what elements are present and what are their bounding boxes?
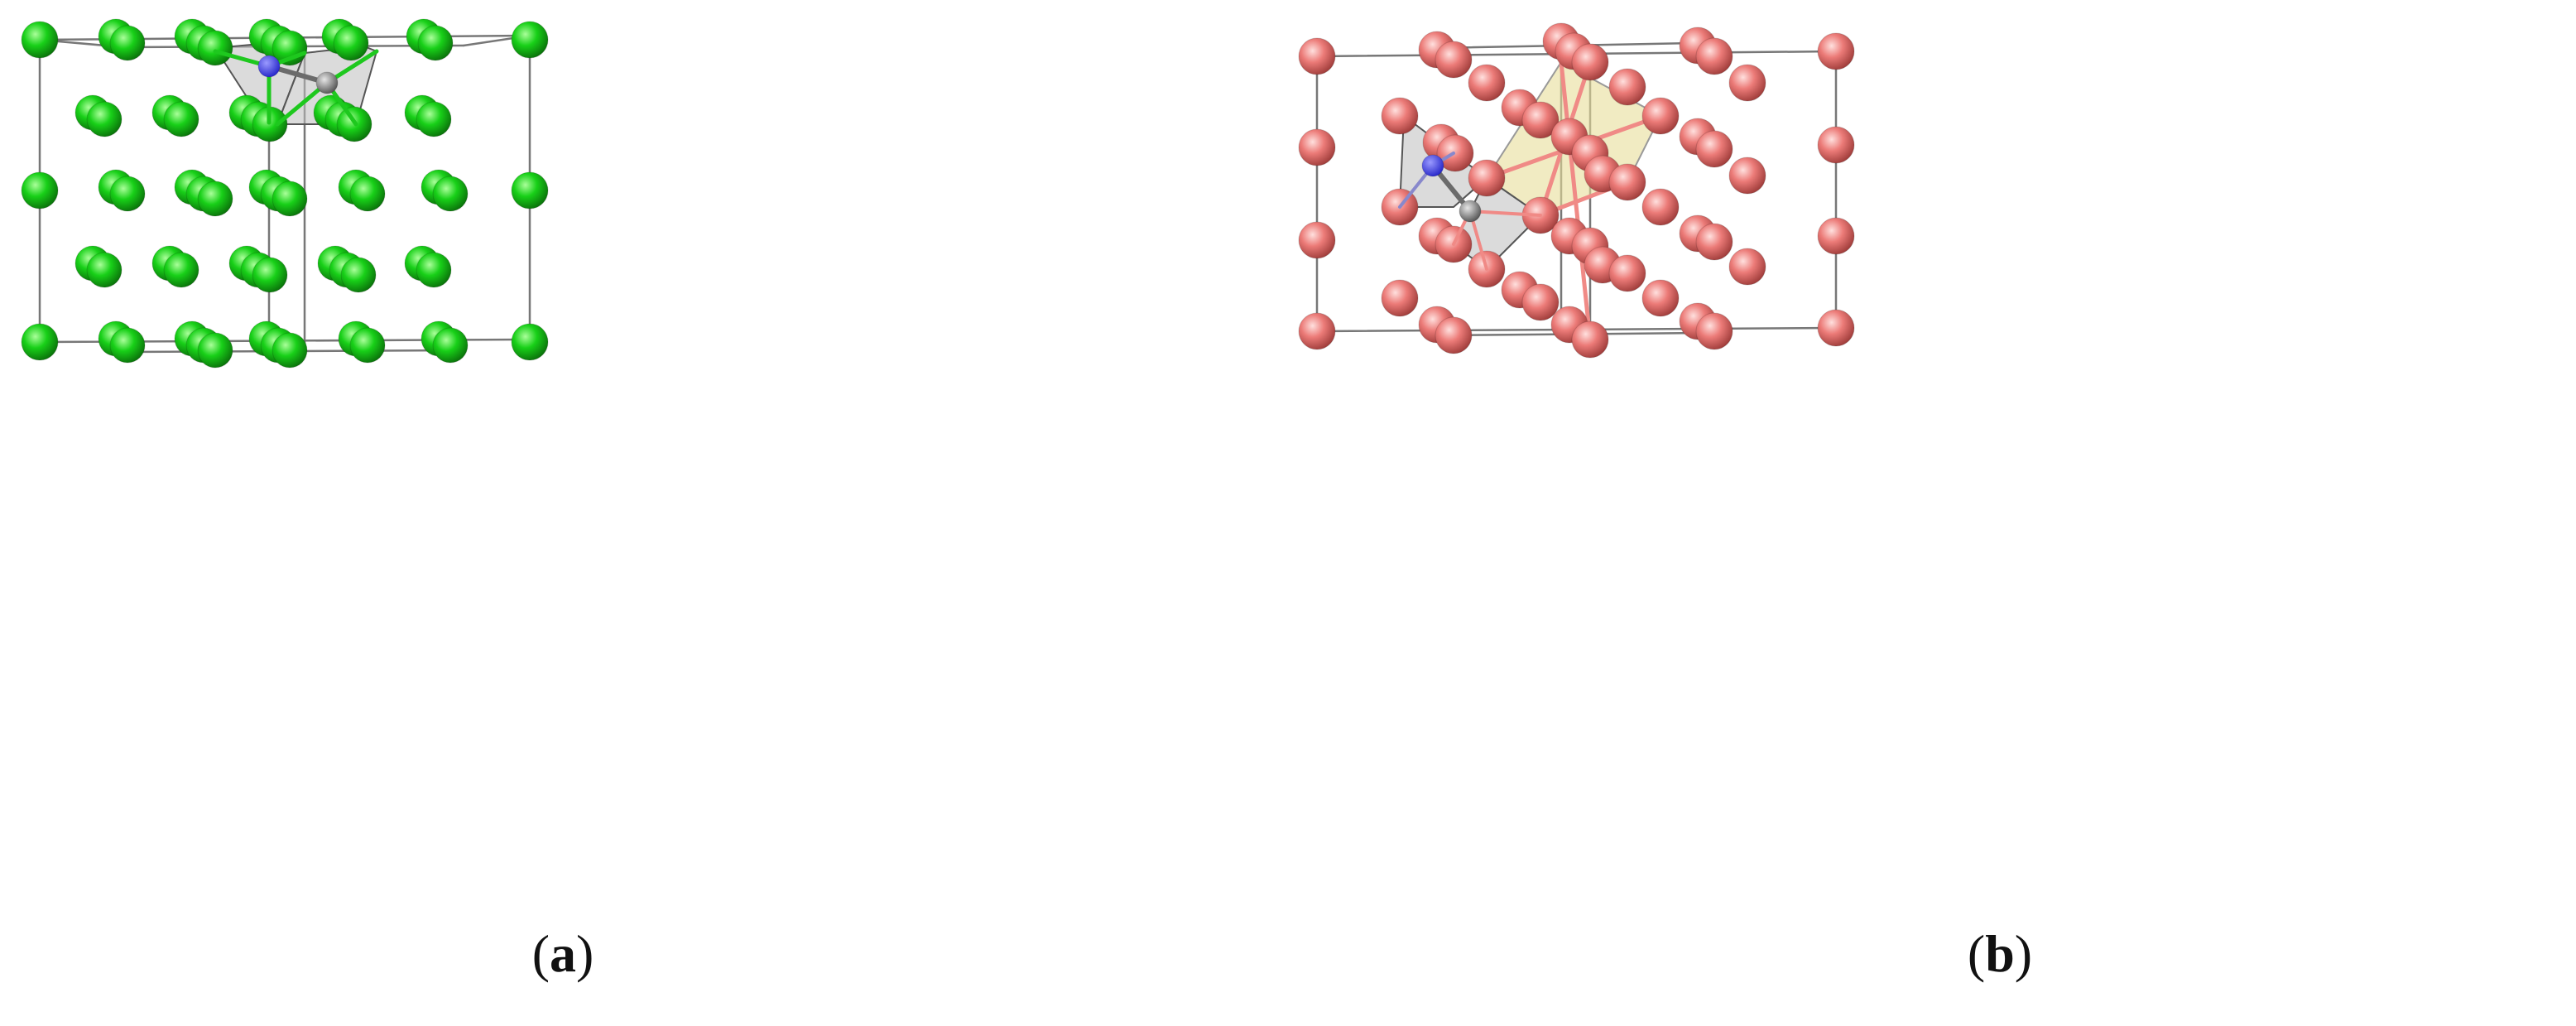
f-atom <box>1468 159 1506 197</box>
n-atom <box>257 55 281 78</box>
caption-b-open: ( <box>1967 924 1986 983</box>
caption-a-letter: a <box>550 924 576 983</box>
cl-atom <box>109 176 146 212</box>
f-atom <box>1641 188 1680 226</box>
cl-atom <box>21 21 59 59</box>
cl-atom <box>417 25 454 61</box>
f-atom <box>1298 221 1336 259</box>
cl-atom <box>272 332 308 368</box>
f-atom <box>1608 68 1646 106</box>
caption-b-close: ) <box>2014 924 2033 983</box>
f-atom <box>1728 157 1766 195</box>
cl-atom <box>252 257 288 293</box>
cl-atom <box>511 323 549 361</box>
f-atom <box>1817 126 1855 164</box>
f-atom <box>1468 64 1506 102</box>
cl-atom <box>349 176 386 212</box>
caption-a-open: ( <box>531 924 550 983</box>
cl-atom <box>163 252 199 288</box>
cl-atom <box>197 30 233 66</box>
f-atom <box>1298 37 1336 75</box>
f-atom <box>1817 32 1855 70</box>
panel-b: (b) <box>1288 0 2576 1026</box>
f-atom <box>1695 37 1733 75</box>
cl-atom <box>86 101 123 137</box>
cl-atom <box>340 257 377 293</box>
cl-atom <box>432 176 469 212</box>
cl-atom <box>432 327 469 364</box>
cl-atom <box>333 25 369 61</box>
cl-atom <box>511 171 549 210</box>
cl-atom <box>21 323 59 361</box>
f-atom <box>1641 279 1680 317</box>
atoms-group <box>21 18 549 368</box>
c-atom <box>1459 200 1482 223</box>
cl-atom <box>349 327 386 364</box>
cl-atom <box>86 252 123 288</box>
cl-atom <box>416 252 452 288</box>
f-atom <box>1608 254 1646 292</box>
cl-atom <box>163 101 199 137</box>
cl-atom <box>109 327 146 364</box>
f-atom <box>1695 223 1733 261</box>
f-atom <box>1608 163 1646 201</box>
f-atom <box>1817 309 1855 347</box>
caption-b-letter: b <box>1985 924 2015 983</box>
f-atom <box>1728 248 1766 286</box>
cl-atom <box>511 21 549 59</box>
f-atom <box>1728 64 1766 102</box>
bond <box>275 80 329 127</box>
bond <box>1468 210 1542 217</box>
f-atom <box>1571 43 1609 81</box>
cl-atom <box>109 25 146 61</box>
cl-atom <box>416 101 452 137</box>
cl-atom <box>272 181 308 217</box>
f-atom <box>1381 97 1419 135</box>
crystal-structure-b <box>1298 22 1855 359</box>
center-group <box>1398 152 1542 271</box>
f-atom <box>1298 312 1336 350</box>
atoms-group <box>1298 22 1855 359</box>
crystal-structure-a <box>21 18 549 368</box>
cl-atom <box>197 181 233 217</box>
f-atom <box>1381 279 1419 317</box>
cl-atom <box>21 171 59 210</box>
f-atom <box>1571 320 1609 359</box>
f-atom <box>1521 101 1560 139</box>
caption-a-close: ) <box>576 924 594 983</box>
c-atom <box>315 71 339 94</box>
f-atom <box>1641 97 1680 135</box>
f-atom <box>1817 217 1855 255</box>
f-atom <box>1695 130 1733 168</box>
bond-group <box>213 49 379 127</box>
f-atom <box>1521 283 1560 321</box>
f-atom <box>1435 316 1473 354</box>
n-atom <box>1421 154 1444 177</box>
f-atom <box>1695 312 1733 350</box>
caption-a: (a) <box>480 927 646 980</box>
f-atom <box>1435 41 1473 79</box>
cl-atom <box>197 332 233 368</box>
panel-a: (a) <box>21 18 646 980</box>
caption-b: (b) <box>1917 927 2083 980</box>
f-atom <box>1298 128 1336 166</box>
